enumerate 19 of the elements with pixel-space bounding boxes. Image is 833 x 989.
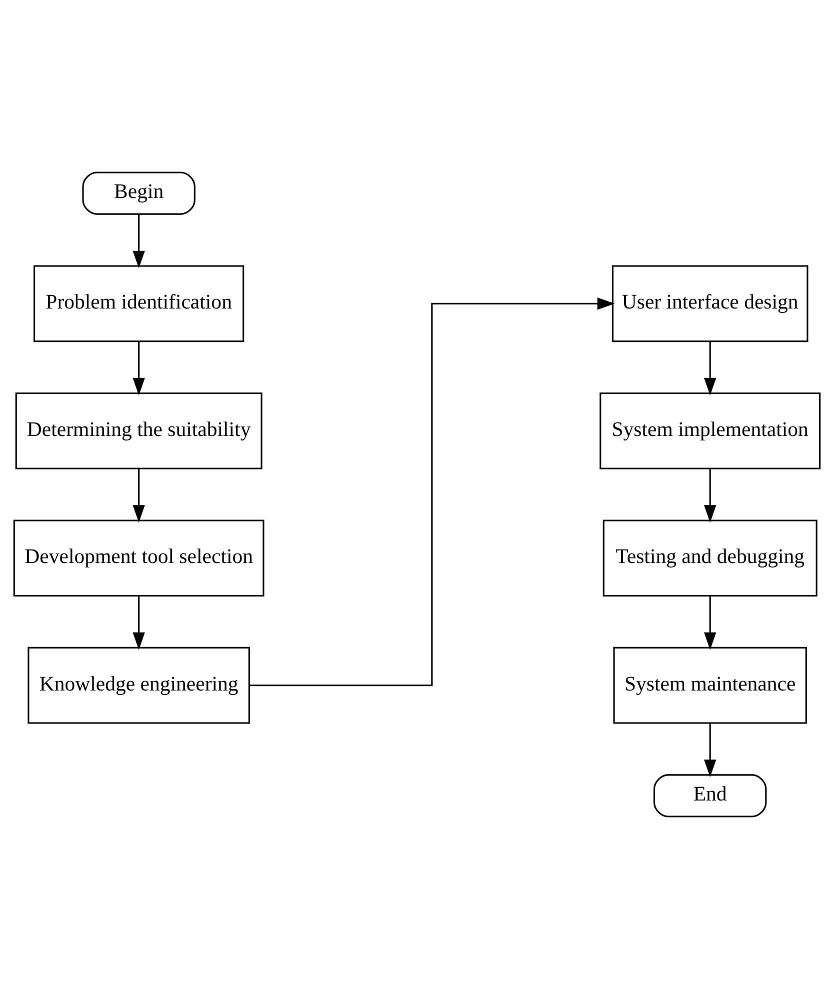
node-box: Begin (82, 172, 195, 215)
arrow (704, 723, 716, 778)
arrow (704, 596, 716, 650)
arrow (132, 341, 144, 396)
arrow (704, 341, 716, 396)
node-box: System maintenance (612, 646, 806, 724)
arrow (704, 468, 716, 523)
arrow (248, 298, 614, 686)
node-box: Testing and debugging (602, 520, 817, 597)
node-box: Determining the suitability (14, 392, 262, 470)
node-box: System implementation (599, 392, 820, 470)
arrow (132, 214, 144, 268)
node-box: User interface design (611, 265, 808, 342)
arrow (132, 596, 144, 650)
node-box: End (653, 774, 766, 818)
node-box: Development tool selection (12, 520, 264, 597)
node-box: Knowledge engineering (27, 646, 250, 724)
arrow (132, 468, 144, 523)
node-box: Problem identification (33, 265, 244, 342)
